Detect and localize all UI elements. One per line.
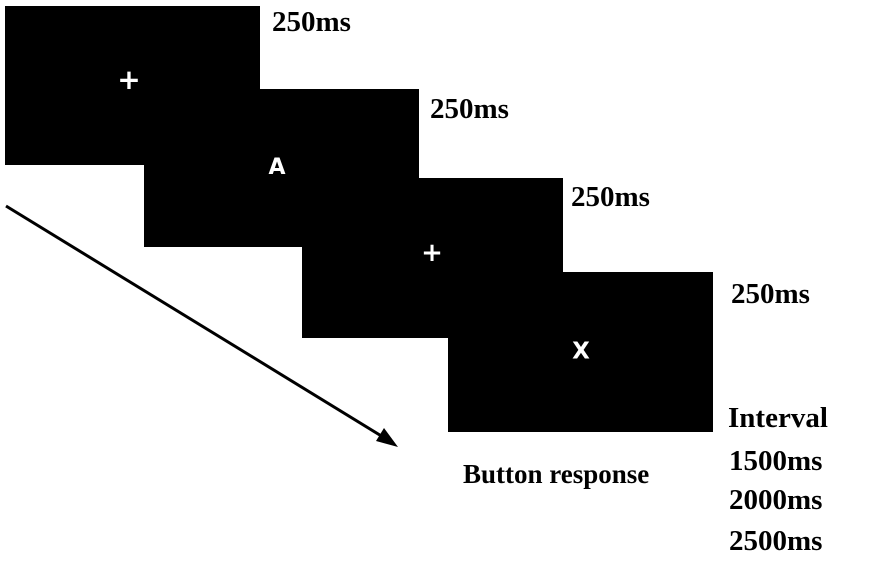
fixation-cross-1: + <box>117 63 141 96</box>
letter-stimulus-a: A <box>268 155 286 180</box>
letter-stimulus-x: X <box>572 338 590 365</box>
interval-label: Interval <box>728 402 828 434</box>
interval-value-2: 2000ms <box>729 484 823 516</box>
interval-value-1: 1500ms <box>729 445 823 477</box>
frame-4-duration-label: 250ms <box>731 278 810 310</box>
frame-2-duration-label: 250ms <box>430 93 509 125</box>
interval-value-3: 2500ms <box>729 525 823 557</box>
frame-3-duration-label: 250ms <box>571 181 650 213</box>
fixation-cross-2: + <box>421 238 443 268</box>
frame-1-duration-label: 250ms <box>272 6 351 38</box>
frame-4-screen <box>448 272 713 432</box>
button-response-label: Button response <box>463 459 650 489</box>
